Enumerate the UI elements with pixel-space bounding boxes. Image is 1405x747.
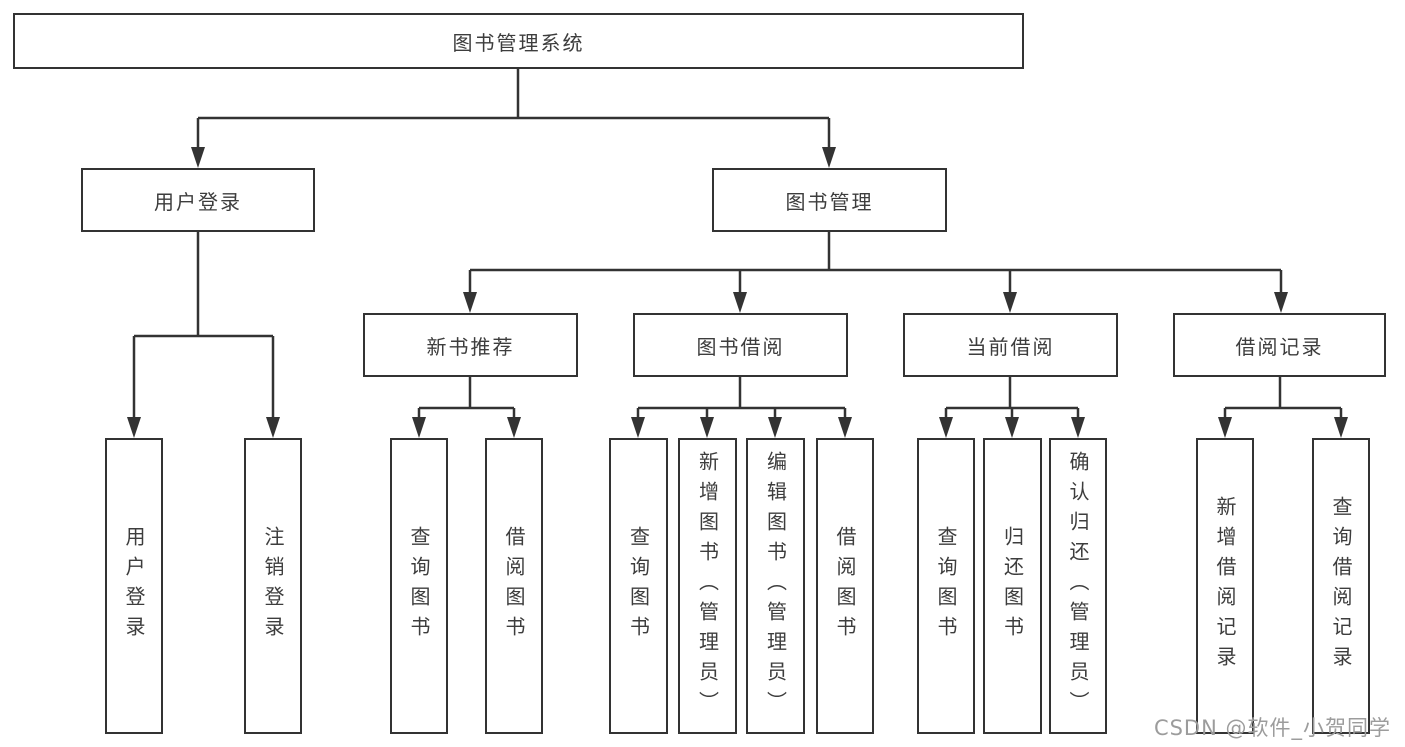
leaf-newrec-borrow-books-label: 借阅图书 bbox=[502, 526, 526, 646]
leaf-add-borrow-record-label: 新增借阅记录 bbox=[1213, 496, 1237, 676]
leaf-user-login-label: 用户登录 bbox=[122, 526, 146, 646]
leaf-newrec-borrow-books: 借阅图书 bbox=[485, 438, 543, 734]
leaf-newrec-query-books-label: 查询图书 bbox=[407, 526, 431, 646]
leaf-query-borrow-record-label: 查询借阅记录 bbox=[1329, 496, 1353, 676]
leaf-borrowing-borrow-books: 借阅图书 bbox=[816, 438, 874, 734]
node-root: 图书管理系统 bbox=[13, 13, 1024, 69]
leaf-add-books-admin: 新增图书（管理员） bbox=[678, 438, 737, 734]
leaf-confirm-return-admin-label: 确认归还（管理员） bbox=[1066, 451, 1090, 721]
node-new-book-recommend-label: 新书推荐 bbox=[426, 334, 515, 359]
leaf-edit-books-admin: 编辑图书（管理员） bbox=[746, 438, 805, 734]
node-root-label: 图书管理系统 bbox=[452, 30, 585, 55]
node-book-management: 图书管理 bbox=[712, 168, 947, 232]
node-borrowing-records-label: 借阅记录 bbox=[1235, 334, 1324, 359]
leaf-newrec-query-books: 查询图书 bbox=[390, 438, 448, 734]
node-current-borrowing: 当前借阅 bbox=[903, 313, 1118, 377]
leaf-confirm-return-admin: 确认归还（管理员） bbox=[1049, 438, 1107, 734]
leaf-add-borrow-record: 新增借阅记录 bbox=[1196, 438, 1254, 734]
leaf-current-query-books-label: 查询图书 bbox=[934, 526, 958, 646]
node-current-borrowing-label: 当前借阅 bbox=[966, 334, 1055, 359]
leaf-return-books: 归还图书 bbox=[983, 438, 1042, 734]
leaf-borrowing-borrow-books-label: 借阅图书 bbox=[833, 526, 857, 646]
leaf-query-borrow-record: 查询借阅记录 bbox=[1312, 438, 1370, 734]
node-user-login: 用户登录 bbox=[81, 168, 315, 232]
leaf-borrowing-query-books-label: 查询图书 bbox=[626, 526, 651, 646]
leaf-return-books-label: 归还图书 bbox=[1000, 526, 1025, 646]
node-book-borrowing-label: 图书借阅 bbox=[696, 334, 785, 359]
csdn-watermark: CSDN @软件_小贺同学 bbox=[1153, 716, 1391, 740]
leaf-current-query-books: 查询图书 bbox=[917, 438, 975, 734]
leaf-user-login: 用户登录 bbox=[105, 438, 163, 734]
leaf-logout: 注销登录 bbox=[244, 438, 302, 734]
arrowheads bbox=[127, 147, 1348, 438]
leaf-borrowing-query-books: 查询图书 bbox=[609, 438, 668, 734]
node-new-book-recommend: 新书推荐 bbox=[363, 313, 578, 377]
node-borrowing-records: 借阅记录 bbox=[1173, 313, 1386, 377]
node-book-management-label: 图书管理 bbox=[785, 189, 874, 214]
node-user-login-label: 用户登录 bbox=[154, 189, 242, 214]
leaf-add-books-admin-label: 新增图书（管理员） bbox=[695, 451, 720, 721]
leaf-edit-books-admin-label: 编辑图书（管理员） bbox=[763, 451, 788, 721]
node-book-borrowing: 图书借阅 bbox=[633, 313, 848, 377]
leaf-logout-label: 注销登录 bbox=[261, 526, 285, 646]
